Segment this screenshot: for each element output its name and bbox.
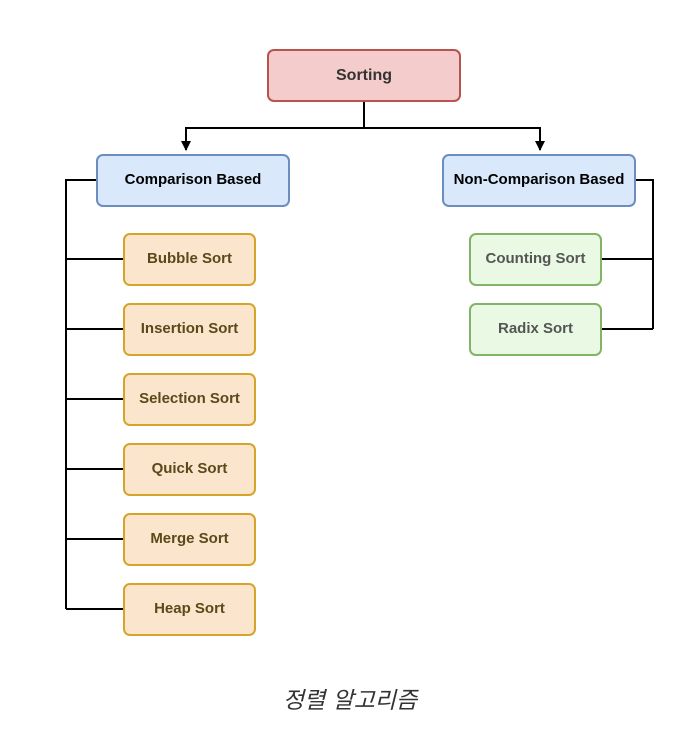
leaf-node-quick-sort: Quick Sort <box>123 443 256 496</box>
root-node-sorting: Sorting <box>267 49 461 102</box>
category-node-comparison-based: Comparison Based <box>96 154 290 207</box>
category-node-non-comparison-based: Non-Comparison Based <box>442 154 636 207</box>
leaf-node-heap-sort: Heap Sort <box>123 583 256 636</box>
comparison-trunk-line <box>65 179 96 609</box>
non-comparison-trunk-line <box>636 179 654 329</box>
leaf-node-merge-sort: Merge Sort <box>123 513 256 566</box>
leaf-node-selection-sort: Selection Sort <box>123 373 256 426</box>
diagram-caption: 정렬 알고리즘 <box>282 688 418 714</box>
root-to-category-connector <box>364 127 545 151</box>
leaf-node-counting-sort: Counting Sort <box>469 233 602 286</box>
leaf-node-bubble-sort: Bubble Sort <box>123 233 256 286</box>
root-to-category-connector <box>181 102 365 151</box>
leaf-node-radix-sort: Radix Sort <box>469 303 602 356</box>
leaf-node-insertion-sort: Insertion Sort <box>123 303 256 356</box>
